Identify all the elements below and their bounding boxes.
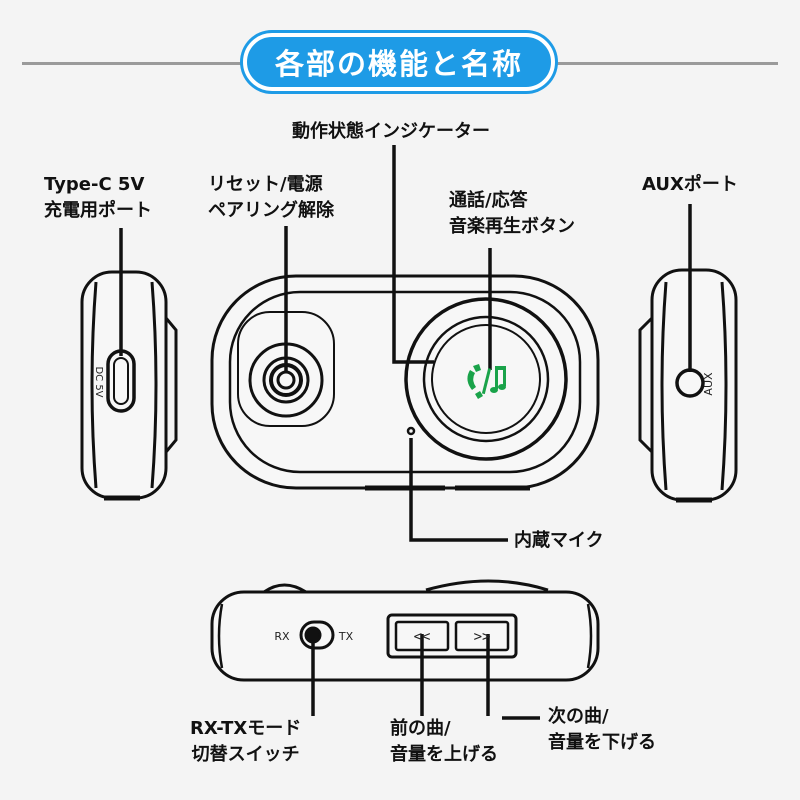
phone-music-icon	[467, 364, 506, 399]
label-mode-switch: RX-TXモード切替スイッチ	[186, 716, 306, 768]
dc5v-marking: DC 5V	[93, 366, 104, 397]
prev-button-symbol: <<	[414, 629, 431, 645]
front-view	[210, 274, 600, 491]
right-side-view	[638, 268, 738, 503]
aux-marking: AUX	[702, 372, 715, 396]
label-next-button: 次の曲/音量を下げる	[544, 704, 660, 756]
tx-marking: TX	[338, 630, 354, 643]
label-status-indicator: 動作状態インジケーター	[288, 119, 494, 145]
label-prev-button: 前の曲/音量を上げる	[386, 716, 502, 768]
label-builtin-mic: 内蔵マイク	[510, 528, 608, 554]
page-title: 各部の機能と名称	[243, 33, 555, 91]
rx-marking: RX	[274, 630, 290, 643]
label-aux-port: AUXポート	[638, 172, 742, 198]
label-call-button: 通話/応答音楽再生ボタン	[445, 188, 579, 240]
left-side-view	[80, 270, 178, 501]
top-view	[210, 579, 600, 682]
next-button-symbol: >>	[474, 629, 491, 645]
label-reset-button: リセット/電源ペアリング解除	[204, 172, 338, 224]
